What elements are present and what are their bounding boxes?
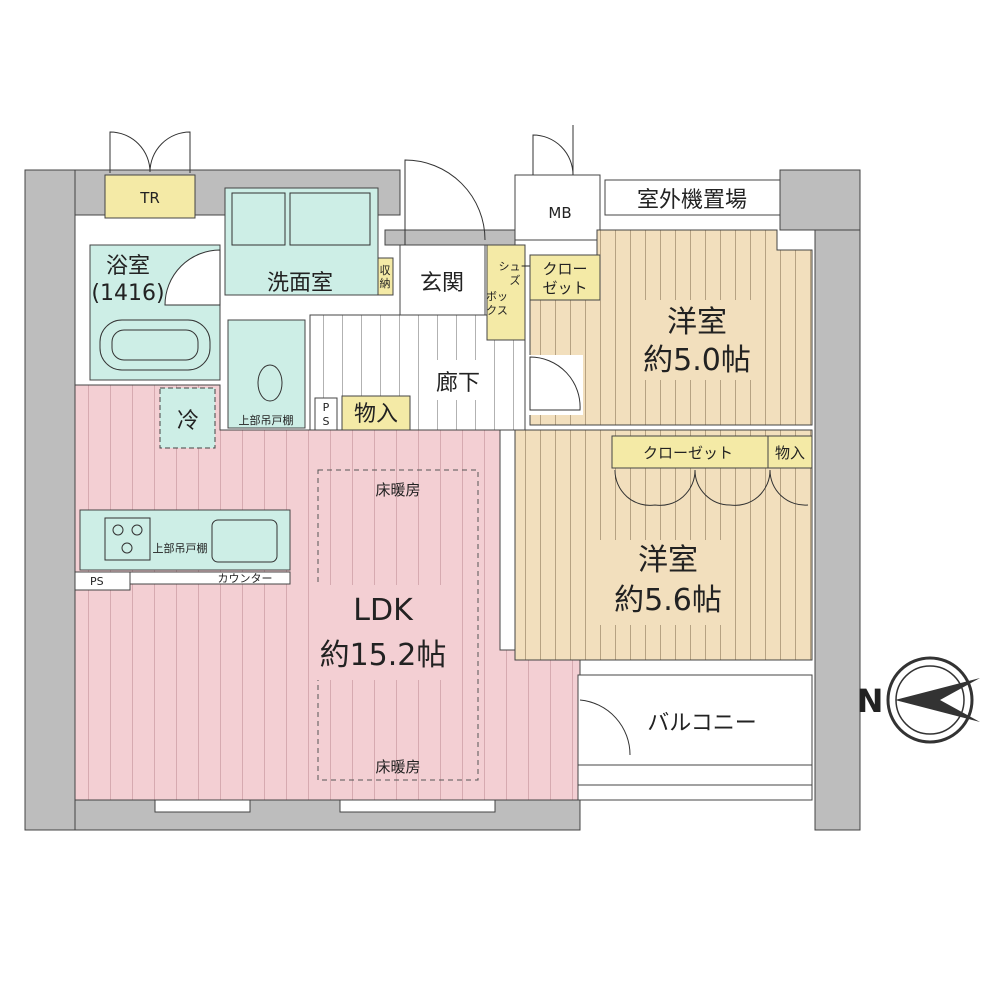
room-ldk: 床暖房 床暖房 LDK 約15.2帖 [74, 384, 581, 801]
toilet-shelf-label: 上部吊戸棚 [239, 413, 294, 427]
storage-label: 物入 [354, 402, 398, 427]
washroom-label: 洗面室 [267, 271, 333, 296]
closet-label: ゼット [542, 279, 587, 297]
balcony: バルコニー [577, 674, 813, 801]
western-room-1-name: 洋室 [667, 305, 727, 340]
storage-label: 納 [380, 277, 391, 290]
bathtub-icon [99, 319, 211, 371]
washing-machine-icon [231, 192, 286, 246]
mb-label: MB [548, 204, 571, 222]
door-icon [532, 125, 574, 176]
vanity-icon [289, 192, 371, 246]
balcony-label: バルコニー [647, 711, 757, 736]
room-bath: 浴室 (1416) [89, 244, 221, 381]
storage-label: 物入 [775, 444, 805, 462]
sink-icon [211, 519, 278, 563]
compass-north-icon: N [857, 656, 980, 744]
kitchen: 上部吊戸棚 PS カウンター 冷 [74, 387, 291, 591]
fridge-space [159, 387, 216, 449]
ldk-size: 約15.2帖 [320, 638, 447, 673]
compass-north-label: N [857, 682, 884, 720]
windows [154, 799, 496, 813]
western-room-2: クローゼット 物入 洋室 約5.6帖 [514, 429, 813, 661]
ps-label: P [323, 401, 330, 414]
storage-label: 収 [380, 264, 391, 277]
shoe-box-label: クス [486, 304, 508, 317]
shoe-box-label: シュー [499, 260, 532, 273]
floor-heating-label: 床暖房 [375, 758, 420, 776]
shoe-box-label: ボッ [486, 290, 508, 303]
closet-label: クローゼット [643, 444, 733, 462]
door-icon [579, 699, 631, 756]
ps-label: S [323, 415, 330, 428]
entrance-door-icon[interactable] [404, 159, 486, 245]
stove-icon [104, 517, 151, 561]
door-icon [109, 131, 191, 173]
door-icon [529, 356, 581, 411]
fridge-label: 冷 [177, 409, 199, 434]
toilet-icon [257, 364, 283, 402]
ps-label: PS [90, 575, 104, 588]
hallway-label: 廊下 [436, 371, 480, 396]
bath-size: (1416) [91, 281, 164, 306]
counter-label: カウンター [218, 572, 273, 585]
room-toilet: 上部吊戸棚 [227, 319, 306, 429]
western-room-2-size: 約5.6帖 [614, 583, 722, 618]
bath-label: 浴室 [106, 254, 150, 279]
floor-heating-label: 床暖房 [375, 481, 420, 499]
shoe-box-label: ズ [510, 273, 521, 287]
tr-label: TR [139, 189, 160, 207]
western-room-2-name: 洋室 [638, 543, 698, 578]
closet-doors-icon [614, 469, 809, 506]
western-room-1: クロー ゼット 洋室 約5.0帖 [528, 229, 813, 426]
entrance: 玄関 シュー ズ ボッ クス [399, 159, 532, 341]
closet-label: クロー [542, 260, 587, 278]
western-room-1-size: 約5.0帖 [643, 343, 751, 378]
outdoor-unit-label: 室外機置場 [637, 188, 747, 213]
entrance-label: 玄関 [420, 271, 464, 296]
room-washroom: 洗面室 収 納 [224, 187, 394, 296]
kitchen-shelf-label: 上部吊戸棚 [153, 541, 208, 555]
meter-box: MB 室外機置場 [514, 125, 781, 241]
ldk-name: LDK [353, 593, 414, 628]
trunk-room: TR [104, 131, 196, 219]
